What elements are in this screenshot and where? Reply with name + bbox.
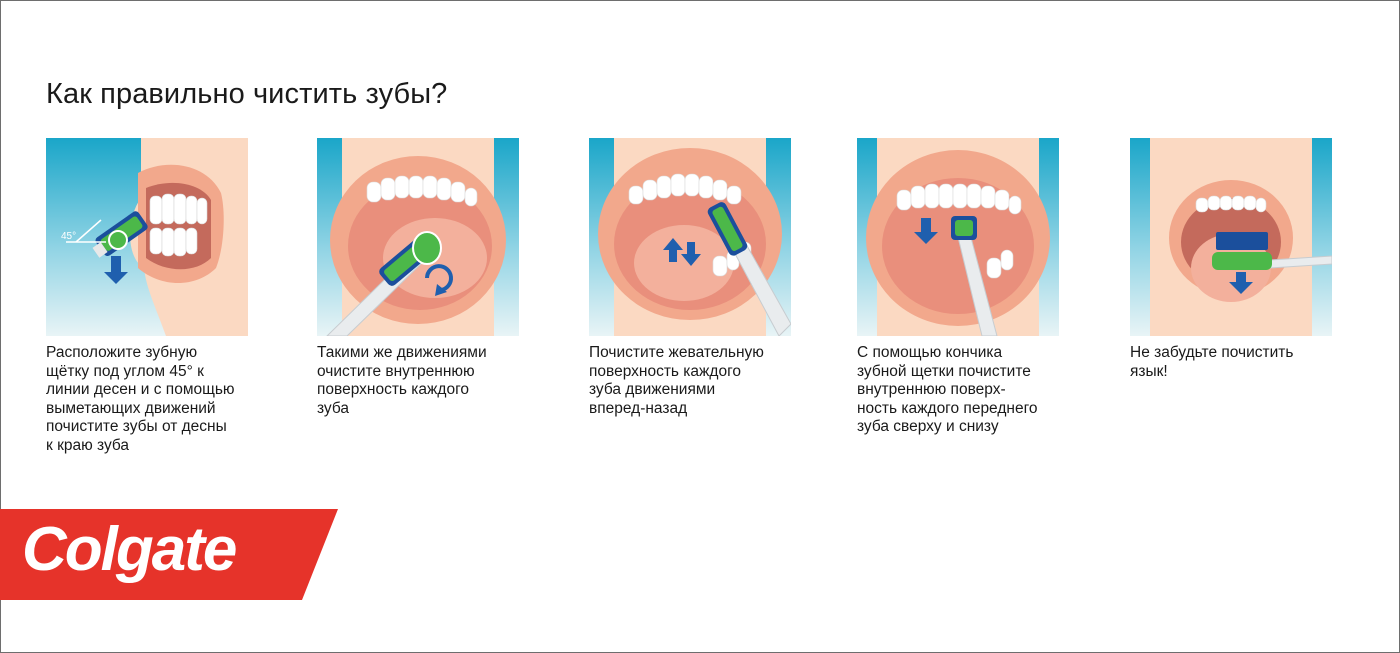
step-5: Не забудьте почистить язык!	[1130, 138, 1332, 381]
step-2-illustration	[317, 138, 519, 336]
step-3-illustration	[589, 138, 791, 336]
step-4-caption: С помощью кончика зубной щетки почистите…	[857, 344, 1038, 436]
arrow-down-icon	[914, 218, 938, 244]
rotate-arrow-icon	[425, 264, 453, 292]
step-1-caption: Расположите зубную щётку под углом 45° к…	[46, 344, 235, 454]
step-5-illustration	[1130, 138, 1332, 336]
step-2: Такими же движениями очистите внутреннюю…	[317, 138, 519, 418]
colgate-logo-text: Colgate	[22, 515, 237, 584]
back-forth-arrow-icon	[663, 238, 701, 266]
step-1: 45° Расположите зубную щётку под углом 4…	[46, 138, 248, 456]
arrow-down-icon	[1229, 272, 1253, 294]
step-4: С помощью кончика зубной щетки почистите…	[857, 138, 1059, 437]
angle-label: 45°	[61, 231, 76, 242]
page-title: Как правильно чистить зубы?	[46, 78, 448, 110]
step-5-caption: Не забудьте почистить язык!	[1130, 344, 1294, 380]
step-1-illustration: 45°	[46, 138, 248, 336]
arrow-down-icon	[104, 256, 128, 284]
step-3: Почистите жевательную поверхность каждог…	[589, 138, 791, 418]
step-2-caption: Такими же движениями очистите внутреннюю…	[317, 344, 487, 417]
step-3-caption: Почистите жевательную поверхность каждог…	[589, 344, 764, 417]
step-4-illustration	[857, 138, 1059, 336]
colgate-logo	[0, 509, 338, 600]
